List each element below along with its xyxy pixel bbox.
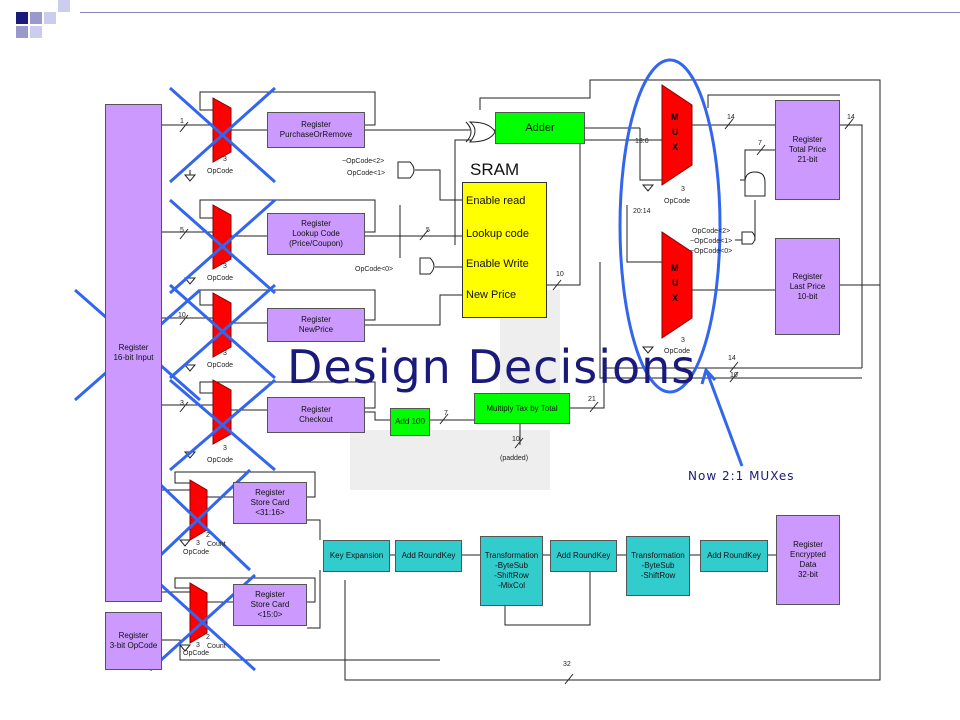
add-roundkey-block-3: Add RoundKey xyxy=(700,540,768,572)
bus-width: 2 xyxy=(206,532,210,539)
bus-width: 10 xyxy=(556,271,564,278)
opcode0-not-label: ~OpCode<0> xyxy=(690,248,733,255)
bus-width: 14 xyxy=(728,355,736,362)
bus-width: 14 xyxy=(727,114,735,121)
bus-width: 3 xyxy=(223,156,227,163)
register-lookup-code: Register Lookup Code (Price/Coupon) xyxy=(267,213,365,255)
bus-width: 10 xyxy=(512,436,520,443)
sram-new-price: New Price xyxy=(466,289,517,301)
bus-width: 7 xyxy=(758,140,762,147)
opcode1-label: OpCode<1> xyxy=(347,170,386,177)
bus-width: 2 xyxy=(206,634,210,641)
register-encrypted-data: Register Encrypted Data 32-bit xyxy=(776,515,840,605)
opcode2-label: OpCode<2> xyxy=(692,228,731,235)
bus-width: 3 xyxy=(196,642,200,649)
corner-decoration xyxy=(0,0,80,50)
sram-enable-write: Enable Write xyxy=(466,258,529,270)
bus-width: 1 xyxy=(180,118,184,125)
bus-width: 3 xyxy=(180,400,184,407)
opcode2-not-label: ~OpCode<2> xyxy=(342,158,385,165)
add-100-block: Add 100 xyxy=(390,408,430,436)
bus-width: 10 xyxy=(730,372,738,379)
count-label: Count xyxy=(207,643,226,650)
register-checkout: Register Checkout xyxy=(267,397,365,433)
sram-block xyxy=(462,182,547,318)
opcode0-label: OpCode<0> xyxy=(355,266,394,273)
mux-letter: U xyxy=(672,127,679,137)
register-total-price: Register Total Price 21-bit xyxy=(775,100,840,200)
register-store-card-high: Register Store Card <31:16> xyxy=(233,482,307,524)
bus-width: 3 xyxy=(681,337,685,344)
bus-width: 5 xyxy=(180,227,184,234)
slide-title: Design Decisions xyxy=(287,340,697,394)
bus-width: 10 xyxy=(178,312,186,319)
sram-enable-read: Enable read xyxy=(466,195,526,207)
mux-note: Now 2:1 MUXes xyxy=(688,469,795,483)
adder-block: Adder xyxy=(495,112,585,144)
opcode-label: OpCode xyxy=(207,457,234,464)
mux-letter: M xyxy=(671,263,679,273)
bus-width: 3 xyxy=(223,350,227,357)
opcode-label: OpCode xyxy=(183,650,210,657)
bus-width: 21 xyxy=(588,396,596,403)
header-rule xyxy=(80,12,960,13)
mux-letter: M xyxy=(671,112,679,122)
transformation-block-2: Transformation -ByteSub -ShiftRow xyxy=(626,536,690,596)
register-purchase-or-remove: Register PurchaseOrRemove xyxy=(267,112,365,148)
opcode-label: OpCode xyxy=(207,362,234,369)
multiply-tax-block: Multiply Tax by Total xyxy=(474,393,570,424)
bus-width: 14 xyxy=(847,114,855,121)
mux-letter: U xyxy=(672,278,679,288)
opcode-label: OpCode xyxy=(183,549,210,556)
bus-range: 13:0 xyxy=(635,138,649,145)
add-roundkey-block-2: Add RoundKey xyxy=(550,540,617,572)
transformation-block-1: Transformation -ByteSub -ShiftRow -MixCo… xyxy=(480,536,543,606)
bus-width: 3 xyxy=(681,186,685,193)
bus-width: 3 xyxy=(223,445,227,452)
count-label: Count xyxy=(207,541,226,548)
bus-width: 7 xyxy=(444,410,448,417)
opcode-label: OpCode xyxy=(664,198,691,205)
sram-lookup-code: Lookup code xyxy=(466,228,529,240)
bus-width: 3 xyxy=(223,263,227,270)
register-3bit-opcode: Register 3-bit OpCode xyxy=(105,612,162,670)
add-roundkey-block-1: Add RoundKey xyxy=(395,540,462,572)
opcode1-not-label: ~OpCode<1> xyxy=(690,238,733,245)
register-newprice: Register NewPrice xyxy=(267,308,365,342)
register-store-card-low: Register Store Card <15:0> xyxy=(233,584,307,626)
opcode-label: OpCode xyxy=(207,275,234,282)
opcode-label: OpCode xyxy=(664,348,691,355)
bus-range: 20:14 xyxy=(633,208,651,215)
bus-width: 3 xyxy=(196,540,200,547)
padded-label: (padded) xyxy=(500,455,529,462)
mux-letter: X xyxy=(672,293,679,303)
key-expansion-block: Key Expansion xyxy=(323,540,390,572)
sram-title: SRAM xyxy=(470,160,520,179)
opcode-label: OpCode xyxy=(207,168,234,175)
mux-letter: X xyxy=(672,142,679,152)
bus-width: 32 xyxy=(563,661,571,668)
bus-width: 5 xyxy=(426,227,430,234)
register-16bit-input: Register 16-bit Input xyxy=(105,104,162,602)
register-last-price: Register Last Price 10-bit xyxy=(775,238,840,335)
